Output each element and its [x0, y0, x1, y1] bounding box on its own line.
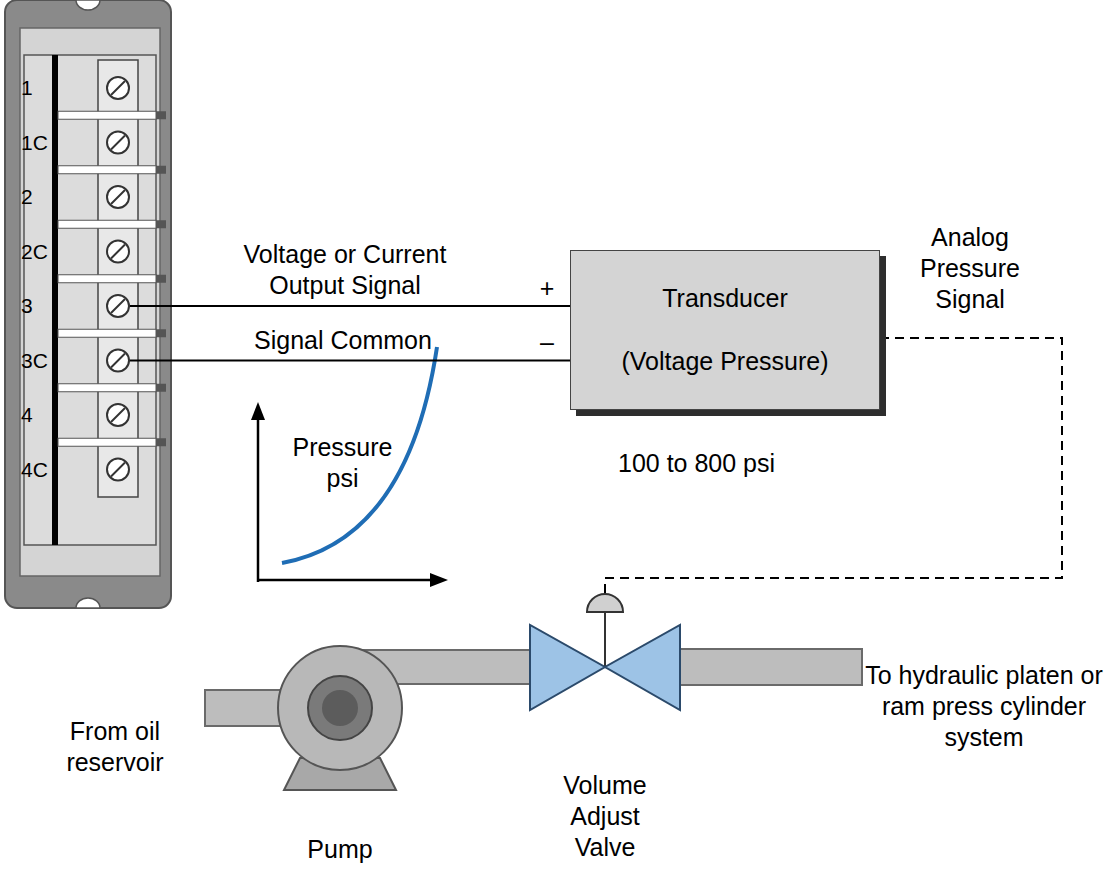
terminal-screw: [107, 295, 129, 317]
terminal-label: 1C: [21, 130, 48, 156]
connector: [173, 360, 570, 361]
terminal-screw: [107, 459, 129, 481]
terminal-polarity: +: [535, 273, 559, 304]
screw-slot: [111, 136, 125, 150]
transducer-box: Transducer (Voltage Pressure): [570, 250, 880, 410]
screw-slot: [111, 299, 125, 313]
terminal-screw: [107, 350, 129, 372]
screw-slot: [111, 190, 125, 204]
divider-tab: [156, 384, 166, 392]
graph-x-axis: [257, 579, 436, 582]
strip-bar: [52, 55, 58, 545]
pump-hub: [322, 690, 358, 726]
pump-label: Pump: [270, 834, 410, 865]
annotation-label: Pressure psi: [280, 432, 405, 494]
edge-label: Analog Pressure Signal: [910, 222, 1030, 315]
valve-actuator: [587, 594, 623, 612]
connector: [173, 306, 570, 307]
screw-slot: [111, 245, 125, 259]
terminal-divider: [58, 329, 156, 337]
terminal-polarity: –: [535, 327, 559, 358]
terminal-module: 1 1C 2 2C 3 3C 4 4C: [5, 0, 173, 608]
pump-rotor: [308, 676, 372, 740]
divider-tab: [156, 220, 166, 228]
valve-stem: [604, 612, 606, 667]
terminal-divider: [58, 384, 156, 392]
terminal-divider: [58, 220, 156, 228]
graph-y-axis: [257, 414, 260, 582]
signal-wire: [173, 360, 570, 362]
module-housing: [5, 0, 171, 608]
screw-slot: [111, 81, 125, 95]
module-notch: [76, 0, 100, 10]
node-graphic: [520, 585, 690, 875]
module-panel: [20, 28, 160, 576]
terminal-label: 2: [21, 184, 33, 210]
terminal-divider: [58, 111, 156, 119]
screw-slot: [111, 463, 125, 477]
terminal-label: 1: [21, 75, 33, 101]
valve-label: Volume Adjust Valve: [540, 770, 670, 863]
terminal-divider: [58, 275, 156, 283]
outlet-pipe: [676, 649, 862, 685]
valve-body: [530, 625, 605, 710]
box-text: Transducer: [662, 283, 788, 314]
graph-x-arrow: [430, 573, 448, 587]
divider-tab: [156, 166, 166, 174]
divider-tab: [156, 329, 166, 337]
terminal-label: 4: [21, 402, 33, 428]
pump-symbol: Pump: [270, 640, 410, 872]
screw-slot: [111, 408, 125, 422]
graph-y-arrow: [251, 402, 265, 420]
terminal-label: 3C: [21, 348, 48, 374]
terminal-label: 4C: [21, 457, 48, 483]
terminal-screw: [107, 404, 129, 426]
terminal-screw: [107, 132, 129, 154]
signal-wire: [173, 305, 570, 307]
terminal-label: 3: [21, 293, 33, 319]
terminal-screw: [107, 77, 129, 99]
valve-symbol: Volume Adjust Valve: [520, 585, 690, 875]
screw-slot: [111, 354, 125, 368]
terminal-divider: [58, 438, 156, 446]
divider-tab: [156, 111, 166, 119]
terminal-divider: [58, 166, 156, 174]
annotation-label: From oil reservoir: [25, 716, 205, 778]
module-notch: [76, 598, 100, 608]
terminal-screw: [107, 241, 129, 263]
edge-label: Voltage or Current Output Signal: [215, 239, 475, 301]
divider-tab: [156, 438, 166, 446]
terminal-screw: [107, 186, 129, 208]
terminal-label: 2C: [21, 239, 48, 265]
edge-label: Signal Common: [213, 325, 473, 356]
divider-tab: [156, 275, 166, 283]
box-text: (Voltage Pressure): [621, 346, 828, 377]
annotation-label: 100 to 800 psi: [618, 448, 838, 479]
pump-casing: [278, 646, 402, 770]
annotation-label: To hydraulic platen or ram press cylinde…: [862, 660, 1106, 753]
valve-body: [605, 625, 680, 710]
